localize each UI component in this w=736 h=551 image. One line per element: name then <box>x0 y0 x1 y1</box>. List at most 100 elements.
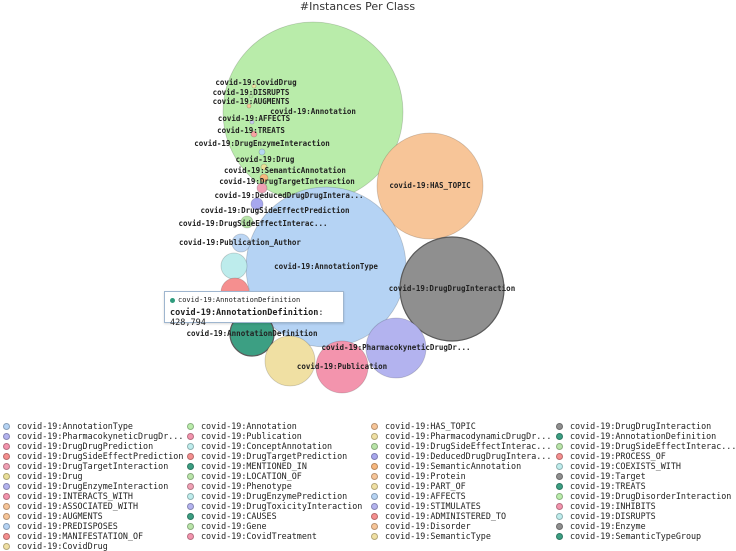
bubble[interactable] <box>251 83 257 89</box>
legend-swatch-icon <box>3 432 10 440</box>
legend-swatch-icon <box>3 472 10 480</box>
legend-label: covid-19:Drug <box>17 471 83 481</box>
bubble[interactable] <box>256 182 268 194</box>
bubble-label: covid-19:PharmacokyneticDrugDr... <box>321 343 470 352</box>
legend-label: covid-19:DrugTargetInteraction <box>17 461 169 471</box>
legend-label: covid-19:STIMULATES <box>385 501 481 511</box>
bubble-label: covid-19:Publication_Author <box>179 238 301 247</box>
legend-swatch-icon <box>556 422 563 430</box>
legend-swatch-icon <box>556 462 563 470</box>
legend-swatch-icon <box>187 532 194 540</box>
legend-swatch-icon <box>3 542 10 550</box>
bubble[interactable] <box>260 163 268 171</box>
legend-label: covid-19:PREDISPOSES <box>17 521 118 531</box>
legend-swatch-icon <box>3 492 10 500</box>
bubble[interactable] <box>376 132 484 240</box>
legend-swatch-icon <box>556 442 563 450</box>
legend-swatch-icon <box>556 482 563 490</box>
bubble[interactable] <box>258 148 266 156</box>
legend-swatch-icon <box>371 462 378 470</box>
legend-label: covid-19:ADMINISTERED_TO <box>385 511 507 521</box>
bubble-label: covid-19:DISRUPTS <box>213 88 290 97</box>
legend-swatch-icon <box>371 512 378 520</box>
bubble-label: covid-19:DeducedDrugDrugIntera... <box>214 191 363 200</box>
legend-label: covid-19:DrugTargetPrediction <box>201 451 348 461</box>
legend-label: covid-19:DrugSideEffectInterac... <box>570 441 736 451</box>
legend-label: covid-19:DeducedDrugDrugIntera... <box>385 451 552 461</box>
legend-label: covid-19:AUGMENTS <box>17 511 103 521</box>
bubble-label: covid-19:SemanticAnnotation <box>224 166 346 175</box>
legend-swatch-icon <box>187 482 194 490</box>
bubble[interactable] <box>315 340 369 394</box>
bubble[interactable] <box>259 173 269 183</box>
legend-label: covid-19:TREATS <box>570 481 646 491</box>
legend-swatch-icon <box>187 442 194 450</box>
legend-label: covid-19:DrugEnzymePrediction <box>201 491 348 501</box>
bubble[interactable] <box>250 197 264 211</box>
legend-swatch-icon <box>3 532 10 540</box>
legend-swatch-icon <box>187 432 194 440</box>
legend-swatch-icon <box>187 452 194 460</box>
bubble[interactable] <box>399 236 505 342</box>
bubble[interactable] <box>240 215 254 229</box>
legend-label: covid-19:Disorder <box>385 521 471 531</box>
legend-label: covid-19:PROCESS_OF <box>570 451 666 461</box>
legend-label: covid-19:Annotation <box>201 421 297 431</box>
legend-swatch-icon <box>3 462 10 470</box>
bubble-label: covid-19:DrugSideEffectInterac... <box>178 219 327 228</box>
bubble[interactable] <box>248 93 254 99</box>
bubble-chart[interactable]: covid-19:Annotationcovid-19:HAS_TOPICcov… <box>0 0 715 400</box>
tooltip-value: 428,794 <box>170 318 206 328</box>
tooltip: covid-19:AnnotationDefinition covid-19:A… <box>164 291 344 328</box>
bubble-label: covid-19:CovidDrug <box>215 78 297 87</box>
bubble-label: covid-19:HAS_TOPIC <box>389 181 470 190</box>
bubble[interactable] <box>231 233 251 253</box>
legend-label: covid-19:SemanticType <box>385 531 491 541</box>
legend-label: covid-19:INHIBITS <box>570 501 656 511</box>
legend-swatch-icon <box>371 442 378 450</box>
bubble[interactable] <box>220 252 248 280</box>
legend-swatch-icon <box>371 492 378 500</box>
legend-label: covid-19:Publication <box>201 431 302 441</box>
legend-swatch-icon <box>187 422 194 430</box>
bubble-label: covid-19:DrugSideEffectPrediction <box>200 206 349 215</box>
legend-swatch-icon <box>371 532 378 540</box>
legend-label: covid-19:DrugToxicityInteraction <box>201 501 363 511</box>
bubble-label: covid-19:DrugEnzymeInteraction <box>194 139 329 148</box>
bubble[interactable] <box>250 130 258 138</box>
legend-swatch-icon <box>371 502 378 510</box>
bubble[interactable] <box>249 119 255 125</box>
legend-label: covid-19:AnnotationType <box>17 421 133 431</box>
bubble-label: covid-19:AnnotationDefinition <box>187 329 318 338</box>
legend-label: covid-19:COEXISTS_WITH <box>570 461 681 471</box>
bubble[interactable] <box>264 335 316 387</box>
bubble-label: covid-19:Drug <box>236 155 295 164</box>
bubble[interactable] <box>246 103 252 109</box>
legend-label: covid-19:SemanticAnnotation <box>385 461 522 471</box>
legend-label: covid-19:DrugDrugInteraction <box>570 421 712 431</box>
legend-swatch-icon <box>3 522 10 530</box>
legend-swatch-icon <box>3 452 10 460</box>
legend-swatch-icon <box>187 462 194 470</box>
legend-swatch-icon <box>371 522 378 530</box>
tooltip-dot-icon <box>170 297 175 303</box>
legend-swatch-icon <box>3 422 10 430</box>
tooltip-class-name: covid-19:AnnotationDefinition <box>170 308 319 318</box>
bubble-label: covid-19:DrugTargetInteraction <box>219 177 354 186</box>
bubble-label: covid-19:AnnotationType <box>274 262 378 271</box>
legend-swatch-icon <box>556 472 563 480</box>
legend-swatch-icon <box>556 522 563 530</box>
bubble[interactable] <box>365 317 427 379</box>
legend-swatch-icon <box>556 532 563 540</box>
legend-swatch-icon <box>187 472 194 480</box>
legend-label: covid-19:MANIFESTATION_OF <box>17 531 144 541</box>
legend-swatch-icon <box>556 492 563 500</box>
legend-label: covid-19:DISRUPTS <box>570 511 656 521</box>
legend-swatch-icon <box>3 512 10 520</box>
legend-swatch-icon <box>556 512 563 520</box>
bubble-label: covid-19:AUGMENTS <box>213 97 290 106</box>
legend-swatch-icon <box>3 442 10 450</box>
legend-label: covid-19:Target <box>570 471 646 481</box>
tooltip-header: covid-19:AnnotationDefinition <box>170 296 300 304</box>
legend-swatch-icon <box>371 472 378 480</box>
